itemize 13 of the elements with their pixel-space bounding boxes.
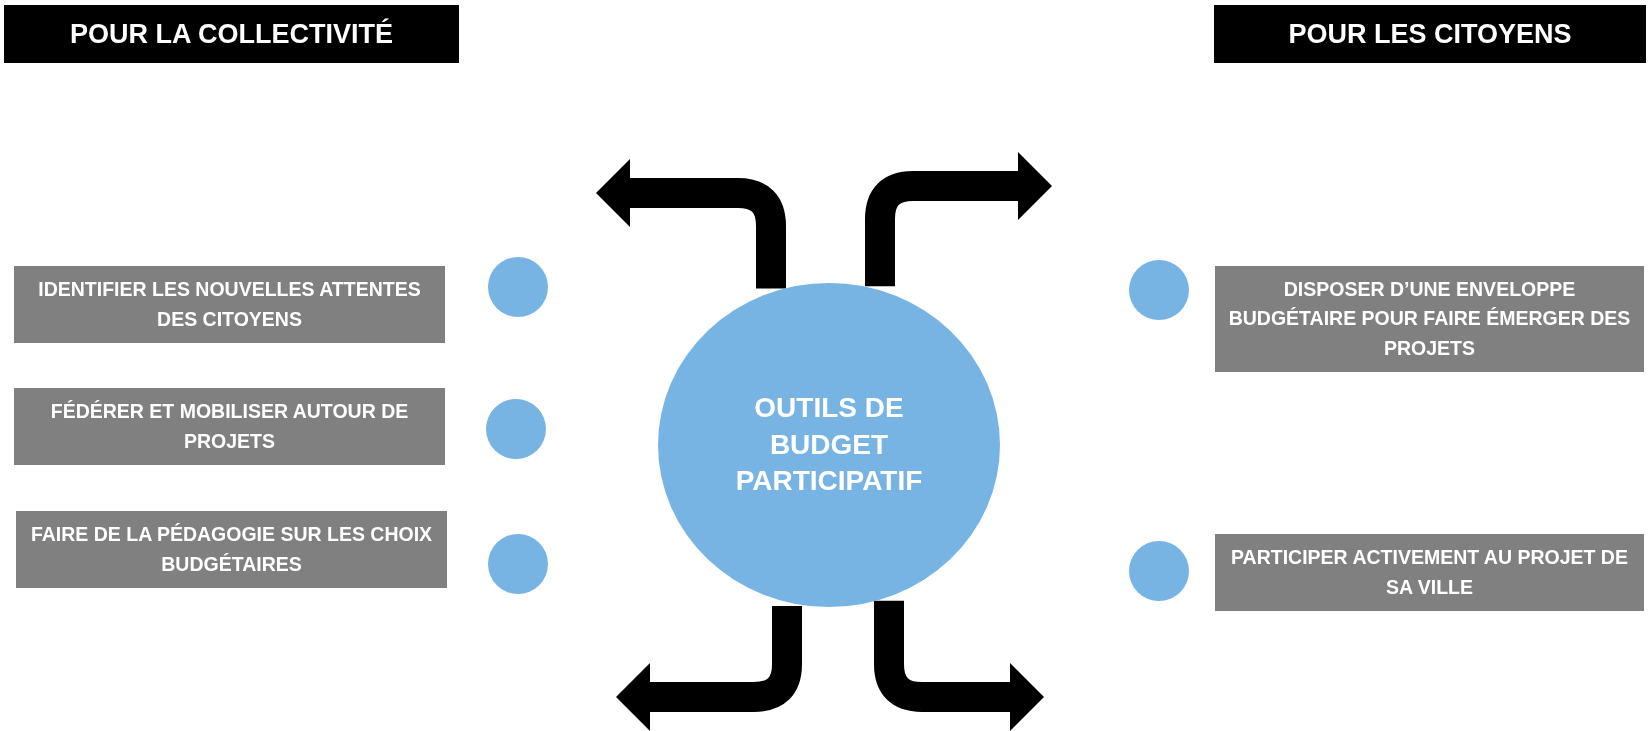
bullet-dot <box>488 257 548 317</box>
goal-box: FÉDÉRER ET MOBILISER AUTOUR DE PROJETS <box>14 388 445 465</box>
bullet-dot <box>1129 541 1189 601</box>
bullet-dot <box>1129 260 1189 320</box>
goal-box: IDENTIFIER LES NOUVELLES ATTENTES DES CITOYENS <box>14 266 445 343</box>
goal-box: PARTICIPER ACTIVEMENT AU PROJET DE SA VILLE <box>1215 534 1644 611</box>
column-header: POUR LA COLLECTIVITÉ <box>4 5 459 63</box>
center-circle: OUTILS DE BUDGET PARTICIPATIF <box>658 283 1000 607</box>
goal-box: FAIRE DE LA PÉDAGOGIE SUR LES CHOIX BUDGÉTAIRES <box>16 511 447 588</box>
column-header: POUR LES CITOYENS <box>1214 5 1646 63</box>
bullet-dot <box>488 534 548 594</box>
bullet-dot <box>486 399 546 459</box>
goal-box: DISPOSER D’UNE ENVELOPPE BUDGÉTAIRE POUR FAIRE ÉMERGER DES PROJETS <box>1215 266 1644 372</box>
